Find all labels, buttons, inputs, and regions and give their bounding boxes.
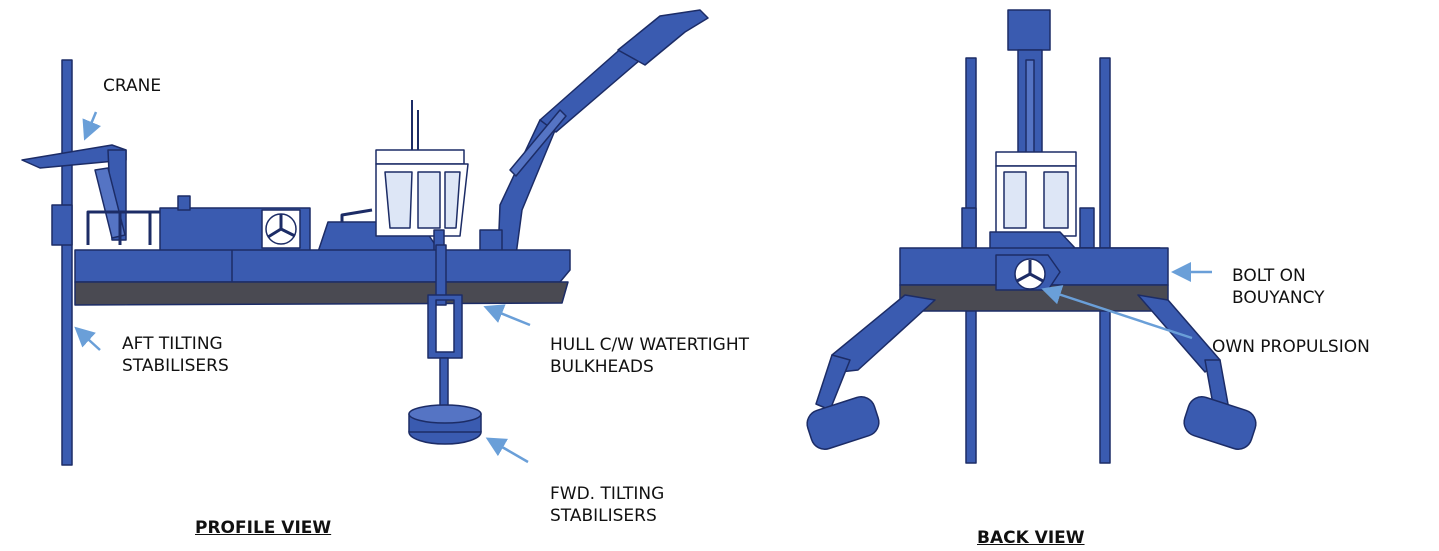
back-boom xyxy=(1007,9,1051,171)
hull-label-line2: BULKHEADS xyxy=(550,357,654,377)
back-hull xyxy=(899,231,1169,312)
fwd-stabiliser xyxy=(408,244,482,445)
bolt-on-label-line2: BOUYANCY xyxy=(1232,288,1325,308)
bolt-on-label-line1: BOLT ON xyxy=(1232,266,1306,286)
hull xyxy=(74,249,571,306)
crane-arrow xyxy=(82,111,101,141)
propulsion-label: OWN PROPULSION xyxy=(1212,337,1370,357)
engine-housing xyxy=(159,195,311,254)
back-view-drawing xyxy=(806,9,1257,464)
fwd-stabilisers-label-line2: STABILISERS xyxy=(550,506,657,526)
aft-stabiliser-arrow xyxy=(74,326,101,351)
propulsion-arrow xyxy=(1041,285,1193,340)
profile-view-title: PROFILE VIEW xyxy=(195,518,332,538)
crane xyxy=(21,144,127,246)
hull-arrow xyxy=(483,304,531,327)
excavator-arm xyxy=(479,9,709,261)
crane-label: CRANE xyxy=(103,76,162,96)
back-cabin xyxy=(961,151,1095,249)
fwd-stabilisers-label-line1: FWD. TILTING xyxy=(550,484,665,504)
back-view-title: BACK VIEW xyxy=(977,528,1085,548)
fwd-stabiliser-arrow xyxy=(485,437,529,464)
aft-stabilisers-label-line1: AFT TILTING xyxy=(122,334,223,354)
aft-stabilisers-label-line2: STABILISERS xyxy=(122,356,229,376)
operator-cabin xyxy=(375,100,469,256)
hull-label-line1: HULL C/W WATERTIGHT xyxy=(550,335,750,355)
back-stabiliser-arms xyxy=(806,294,1257,450)
aft-stabiliser-pole xyxy=(61,59,73,466)
profile-view-drawing xyxy=(21,9,709,466)
pointer-arrows xyxy=(74,111,1212,464)
